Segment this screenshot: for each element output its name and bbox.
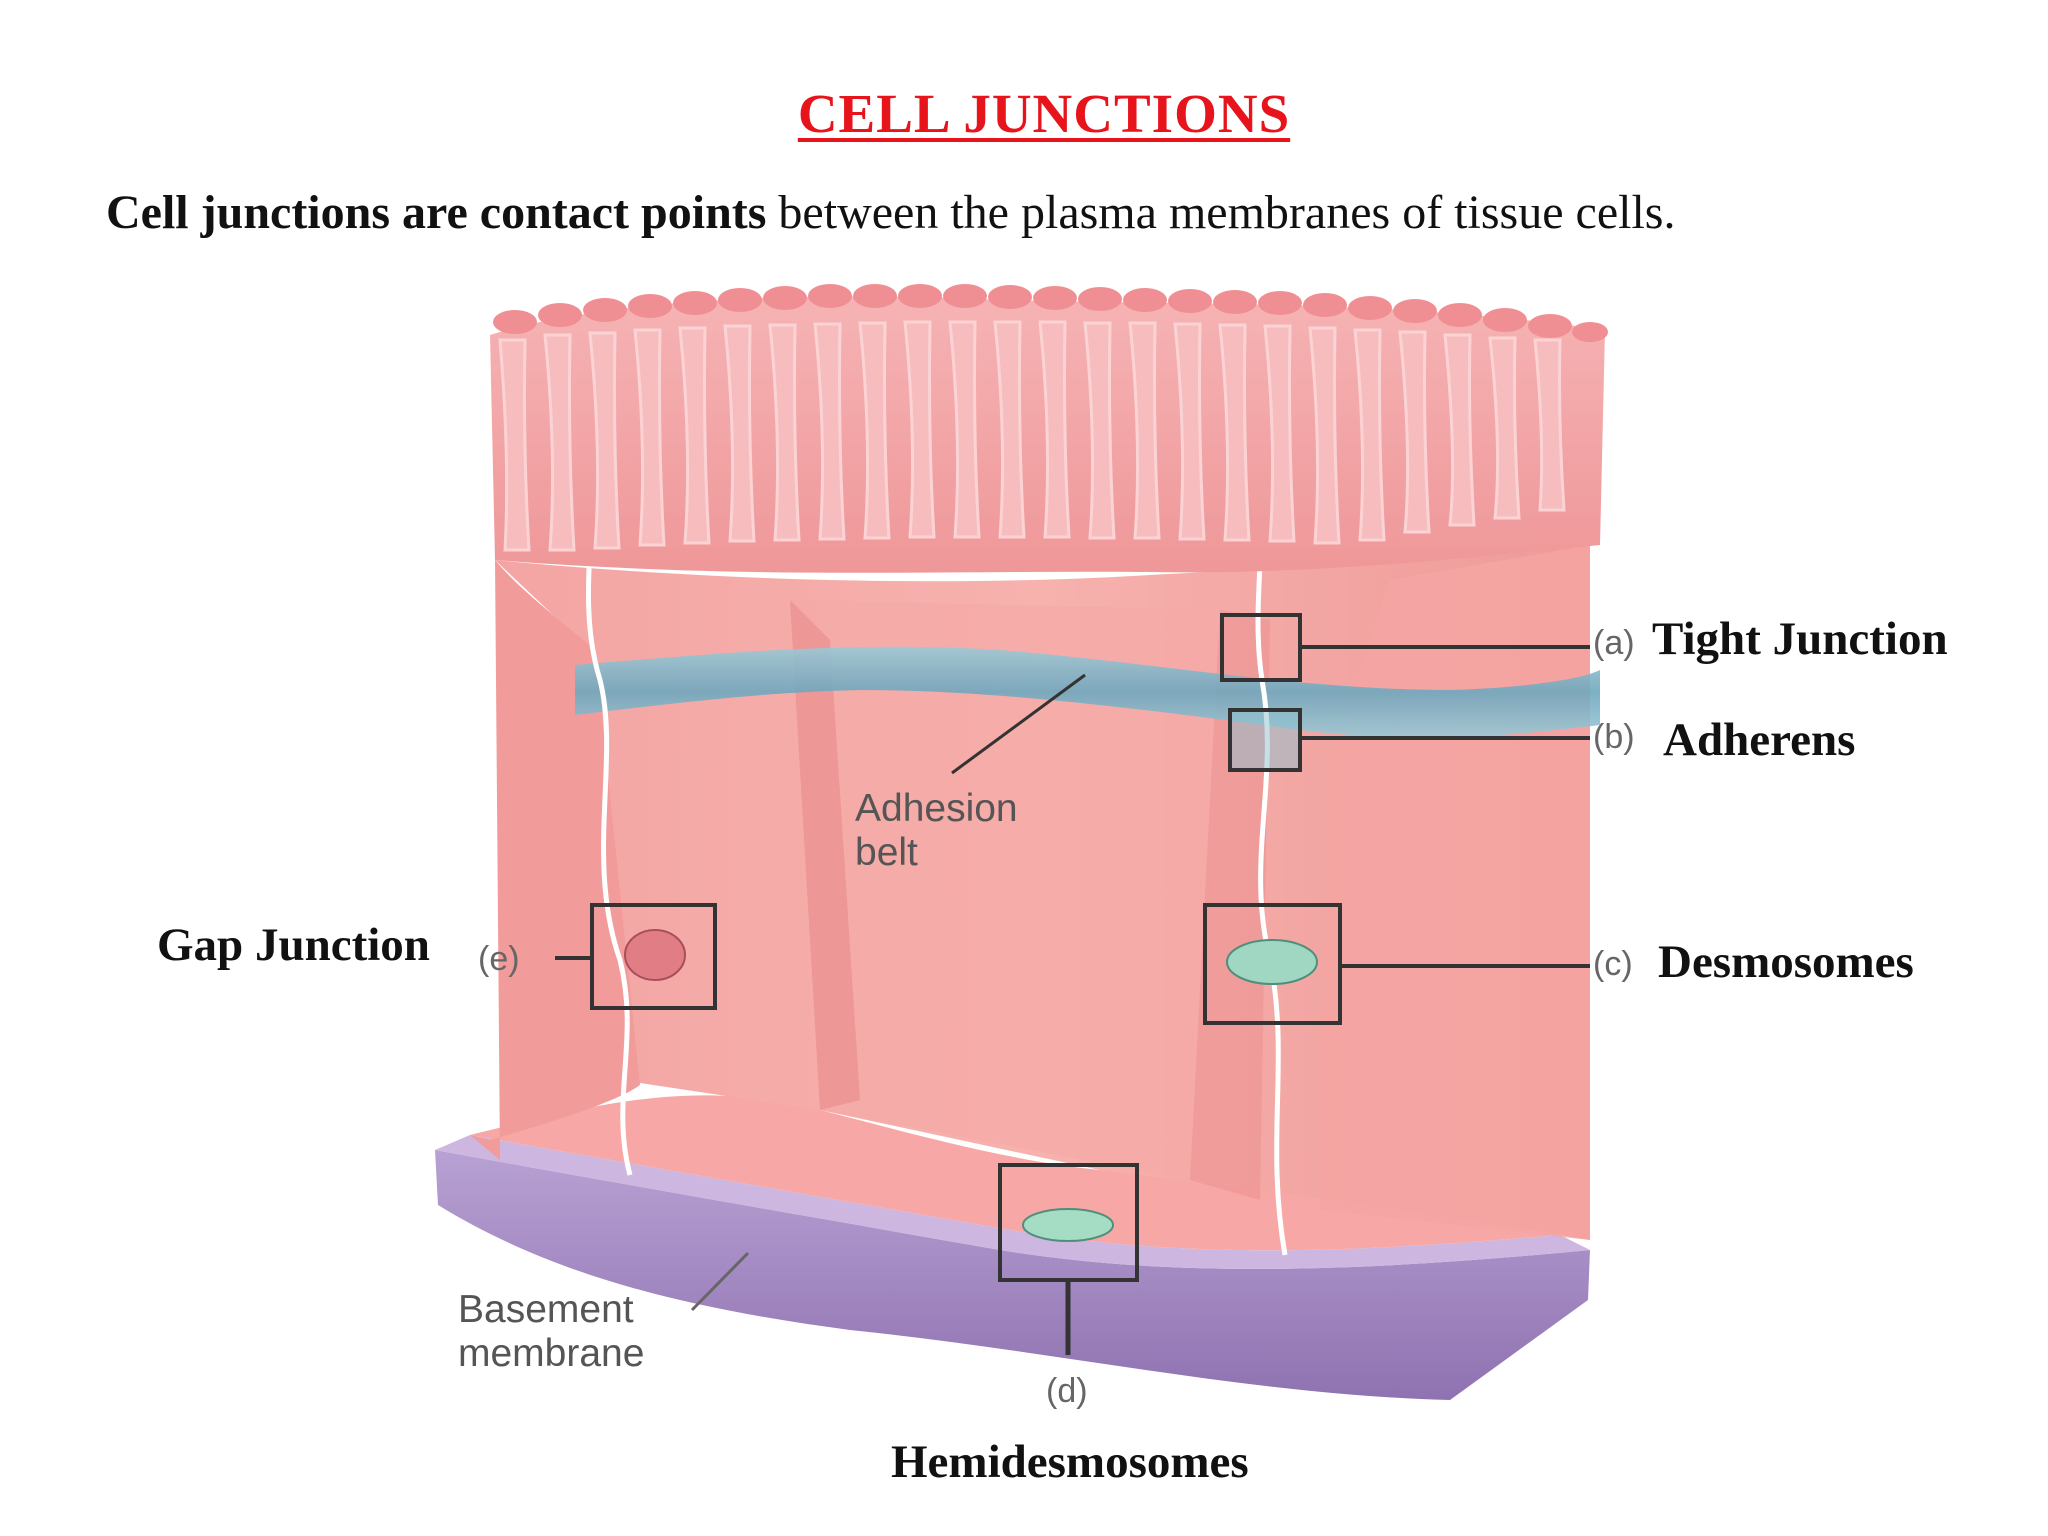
letter-e: (e)	[478, 940, 520, 978]
letter-c: (c)	[1593, 945, 1633, 983]
basement-membrane-slab	[435, 1150, 1590, 1400]
basement-membrane-line1: Basement	[458, 1288, 634, 1331]
basement-membrane-line2: membrane	[458, 1332, 645, 1375]
microvilli-tips	[493, 284, 1608, 342]
leader-basement	[690, 1251, 750, 1312]
intro-rest: between the plasma membranes of tissue c…	[766, 186, 1676, 239]
label-tight-junction: Tight Junction	[1652, 613, 1948, 665]
leader-adhesion-belt	[951, 673, 1086, 775]
basement-membrane-top	[435, 1135, 1590, 1269]
page-title: CELL JUNCTIONS	[797, 83, 1291, 144]
adhesion-belt-line2: belt	[855, 831, 918, 874]
letter-b: (b)	[1593, 718, 1635, 756]
adhesion-belt-label: Adhesion belt	[855, 787, 1018, 875]
inner-cell-wall	[790, 600, 1220, 1180]
cell-floor	[470, 1095, 1560, 1251]
label-hemidesmosomes: Hemidesmosomes	[891, 1436, 1249, 1488]
adhesion-belt-line1: Adhesion	[855, 787, 1018, 830]
intro-text: Cell junctions are contact points betwee…	[106, 185, 1675, 240]
microvilli	[498, 320, 1566, 552]
label-adherens: Adherens	[1663, 714, 1856, 766]
letter-a: (a)	[1593, 624, 1635, 662]
label-desmosomes: Desmosomes	[1658, 936, 1914, 988]
lateral-membrane-right	[1255, 449, 1288, 1256]
intro-bold: Cell junctions are contact points	[106, 186, 767, 239]
hemidesmosome-plaque	[1022, 1208, 1114, 1242]
adhesion-belt	[575, 646, 1600, 738]
label-gap-junction: Gap Junction	[157, 919, 430, 971]
inner-corner-left	[790, 600, 860, 1110]
gap-junction-channels	[624, 929, 686, 981]
box-adherens	[1228, 708, 1302, 772]
desmosome-plaque	[1226, 939, 1318, 985]
letter-d: (d)	[1046, 1372, 1088, 1410]
basement-membrane-label: Basement membrane	[458, 1288, 644, 1376]
